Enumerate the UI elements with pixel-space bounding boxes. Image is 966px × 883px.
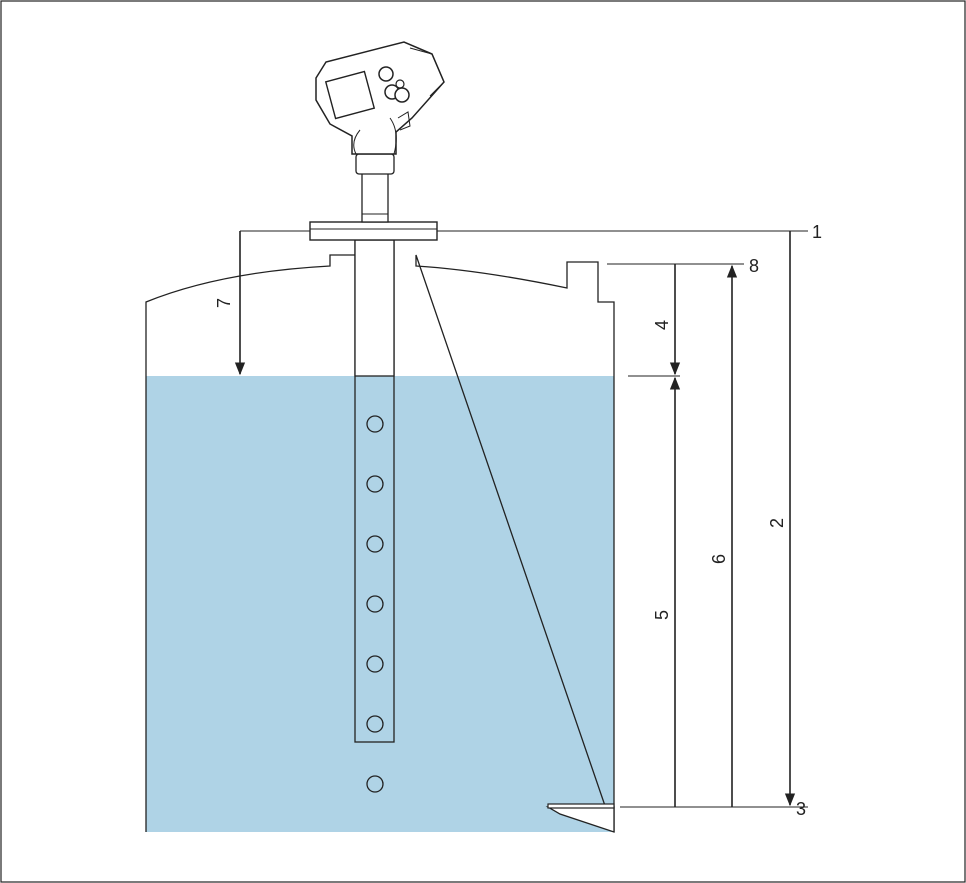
gauge-cover-lid — [409, 47, 445, 97]
datum-plate-top — [547, 803, 615, 809]
still-pipe-holes — [366, 415, 384, 793]
label-4: 4 — [652, 320, 672, 330]
gauge-button-4 — [394, 87, 410, 103]
gauge-head-housing — [353, 117, 397, 155]
still-pipe-upper — [354, 239, 395, 377]
gauge-display — [324, 70, 376, 120]
gauge-neck-ring — [355, 153, 395, 175]
gauge-button-3 — [395, 79, 405, 89]
still-pipe-hole — [366, 655, 384, 673]
flange — [309, 221, 438, 241]
still-pipe-hole — [366, 415, 384, 433]
tank-outline — [145, 254, 615, 833]
radar-gauge-head — [315, 41, 445, 155]
gauge-cable-gland — [397, 111, 411, 131]
still-pipe-hole — [366, 715, 384, 733]
still-pipe-hole — [366, 535, 384, 553]
label-6: 6 — [709, 554, 729, 564]
still-pipe-hole — [366, 595, 384, 613]
label-5: 5 — [652, 610, 672, 620]
still-pipe-hole — [366, 475, 384, 493]
label-2: 2 — [767, 518, 787, 528]
label-8: 8 — [749, 256, 759, 276]
still-pipe-hole — [366, 775, 384, 793]
label-7: 7 — [214, 298, 234, 308]
label-3: 3 — [796, 799, 806, 819]
gauge-button-1 — [378, 66, 394, 82]
label-1: 1 — [812, 222, 822, 242]
